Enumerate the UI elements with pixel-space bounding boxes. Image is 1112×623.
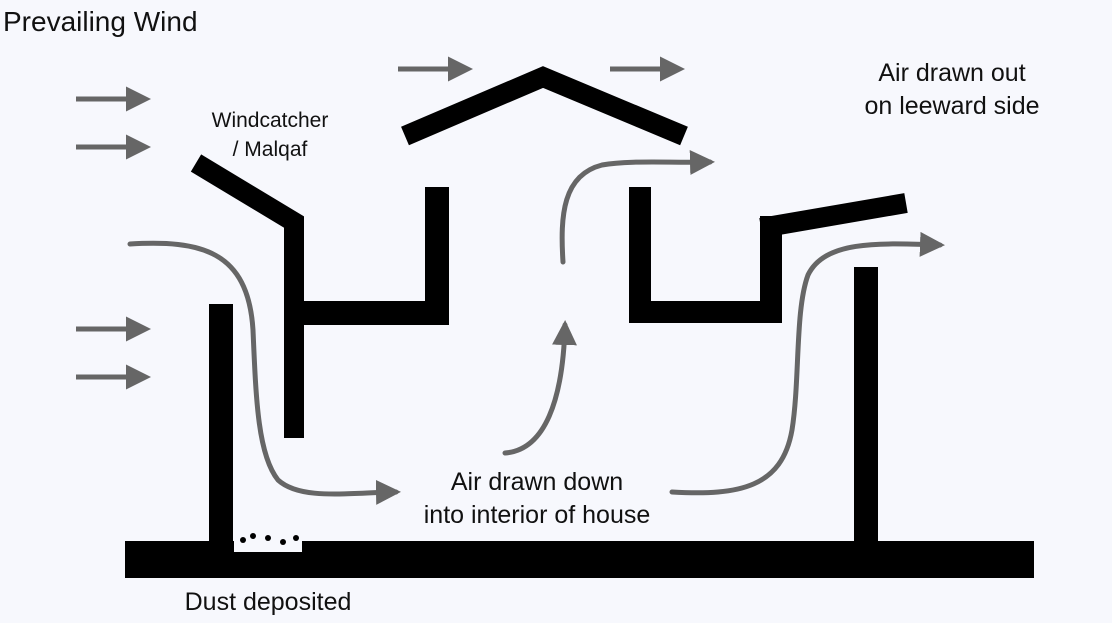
windcatcher-structure xyxy=(190,154,449,438)
left-outer-wall xyxy=(209,304,233,542)
airflow-out-arrow-icon xyxy=(559,150,715,265)
diagram-title: Prevailing Wind xyxy=(3,6,198,37)
floor-slab xyxy=(125,541,1034,578)
right-outer-wall xyxy=(854,267,878,543)
windcatcher-label-line2: / Malqaf xyxy=(233,138,308,161)
windcatcher-label-line1: Windcatcher xyxy=(212,109,329,132)
right-roof xyxy=(759,193,908,238)
airflow-paths xyxy=(127,150,945,505)
air-out-label-line2: on leeward side xyxy=(864,92,1039,120)
dust-deposited-label: Dust deposited xyxy=(185,588,352,616)
prevailing-wind-arrows xyxy=(76,56,685,390)
air-down-label-line2: into interior of house xyxy=(424,501,651,529)
air-out-label-line1: Air drawn out xyxy=(878,59,1025,87)
right-tower xyxy=(629,187,782,323)
central-roof xyxy=(401,66,688,146)
airflow-leeward-arrow-icon xyxy=(669,231,945,496)
airflow-up-arrow-icon xyxy=(502,320,577,456)
airflow-down-arrow-icon xyxy=(127,240,401,505)
dust-dots-icon xyxy=(240,533,299,545)
air-down-label-line1: Air drawn down xyxy=(451,468,623,496)
